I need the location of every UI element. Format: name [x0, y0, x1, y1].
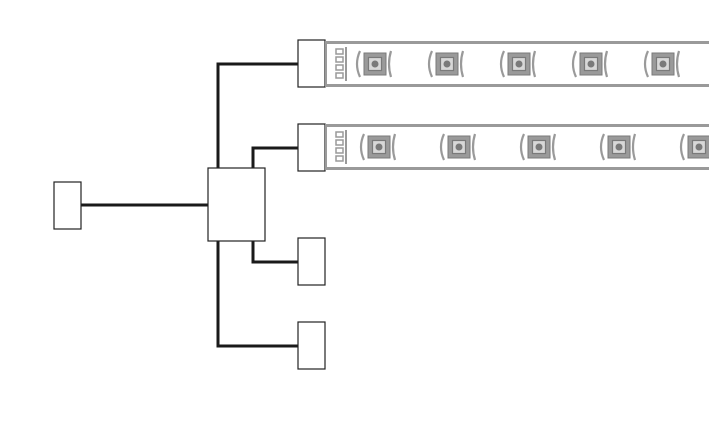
led-chip — [439, 133, 477, 161]
led-chip — [359, 133, 397, 161]
output-connector-3 — [297, 237, 326, 286]
led-strip-2 — [325, 124, 709, 170]
led-chip — [599, 133, 637, 161]
led-chip — [427, 50, 465, 78]
wire-to-strip-2 — [251, 146, 300, 170]
output-connector-2 — [297, 123, 326, 172]
led-strip-1 — [325, 41, 709, 87]
led-chip — [355, 50, 393, 78]
wires — [79, 62, 300, 348]
splitter-hub — [207, 167, 266, 242]
led-chip — [519, 133, 557, 161]
output-connector-1 — [297, 39, 326, 88]
wire-to-connector-3 — [251, 239, 300, 264]
wire-to-connector-4 — [216, 239, 300, 348]
led-chip — [643, 50, 681, 78]
led-chip — [571, 50, 609, 78]
output-connector-4 — [297, 321, 326, 370]
wire-to-strip-1 — [216, 62, 300, 170]
power-input-connector — [53, 181, 82, 230]
strip-inner — [327, 127, 709, 167]
led-chip — [679, 133, 709, 161]
led-chip — [499, 50, 537, 78]
strip-contacts — [335, 130, 347, 164]
strip-contacts — [335, 47, 347, 81]
